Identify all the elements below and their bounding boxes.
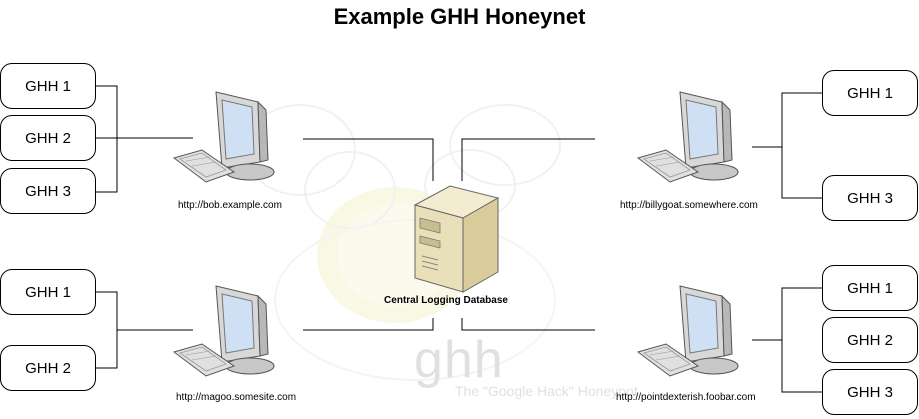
honeypot-box: GHH 1 bbox=[822, 70, 918, 116]
honeypot-box: GHH 2 bbox=[822, 317, 918, 363]
honeypot-box: GHH 2 bbox=[0, 345, 96, 391]
host-url: http://magoo.somesite.com bbox=[176, 392, 297, 403]
watermark-tagline: The "Google Hack" Honeypot bbox=[455, 383, 638, 399]
diagram-title: Example GHH Honeynet bbox=[333, 4, 586, 29]
watermark-logo-text: ghh bbox=[414, 331, 504, 389]
honeypot-box: GHH 3 bbox=[0, 168, 96, 214]
host-url: http://bob.example.com bbox=[178, 200, 282, 211]
honeypot-box: GHH 2 bbox=[0, 115, 96, 161]
honeypot-box: GHH 3 bbox=[822, 175, 918, 221]
honeypot-box: GHH 1 bbox=[0, 269, 96, 315]
honeypot-box: GHH 1 bbox=[0, 63, 96, 109]
database-label: Central Logging Database bbox=[384, 295, 508, 306]
host-url: http://billygoat.somewhere.com bbox=[620, 200, 758, 211]
honeypot-box: GHH 3 bbox=[822, 369, 918, 415]
honeypot-box: GHH 1 bbox=[822, 265, 918, 311]
host-url: http://pointdexterish.foobar.com bbox=[616, 392, 756, 403]
